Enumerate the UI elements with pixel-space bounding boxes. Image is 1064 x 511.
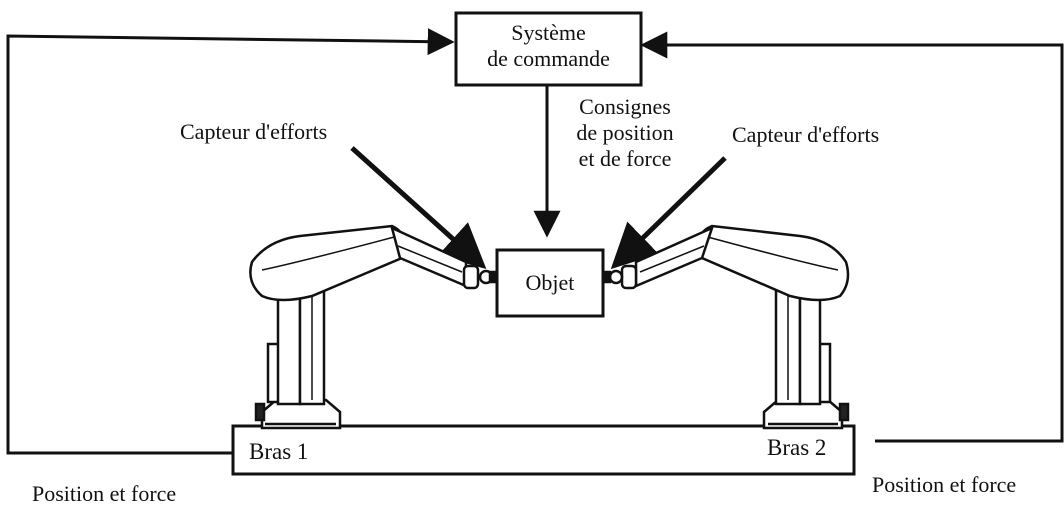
- base-platform: [231, 424, 856, 476]
- setpoints-line1: Consignes: [579, 94, 671, 119]
- setpoints-line2: de position: [576, 120, 674, 145]
- right-sensor-arrow: [610, 156, 727, 270]
- control-system-line1: Système: [511, 20, 586, 45]
- feedback-label-right: Position et force: [872, 472, 1017, 497]
- robot-arm-1: [249, 224, 498, 430]
- robot-arm-2: [602, 224, 850, 430]
- arm-1-label: Bras 1: [249, 439, 309, 464]
- right-feedback-line: [640, 31, 1064, 443]
- arm-2-label: Bras 2: [767, 435, 827, 460]
- left-sensor-arrow: [350, 146, 487, 270]
- sensor-label-right: Capteur d'efforts: [732, 122, 880, 147]
- control-system-line2: de commande: [487, 46, 610, 71]
- setpoints-line3: et de force: [578, 146, 672, 171]
- object-label: Objet: [525, 270, 575, 295]
- sensor-label-left: Capteur d'efforts: [180, 119, 328, 144]
- feedback-label-left: Position et force: [32, 481, 177, 506]
- left-feedback-line: [6, 28, 455, 455]
- object-box: [495, 248, 605, 318]
- control-system-label: Système de commande: [456, 20, 641, 72]
- setpoints-label: Consignes de position et de force: [555, 94, 695, 172]
- control-system-box: [454, 11, 643, 87]
